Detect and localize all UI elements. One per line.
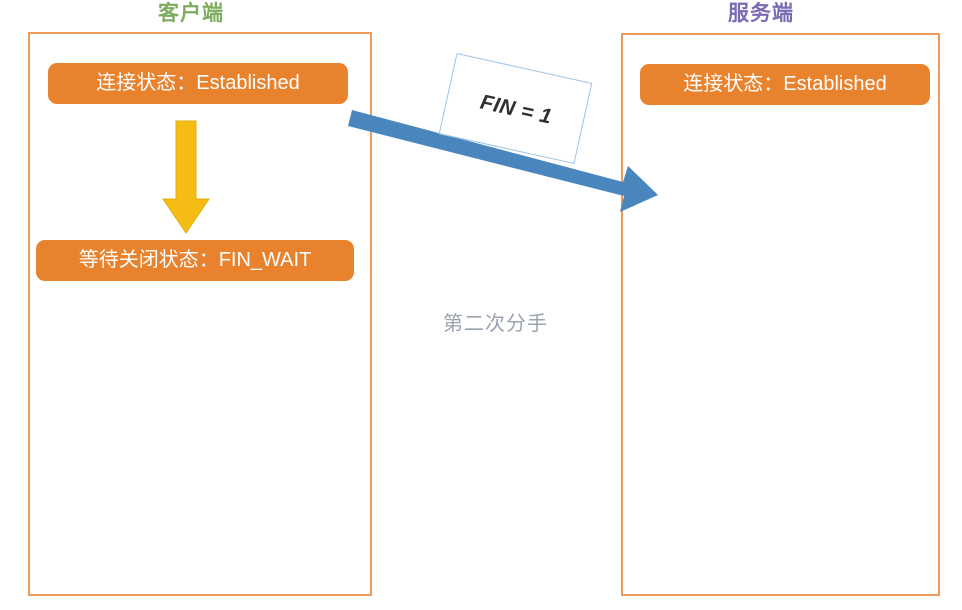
client-state-established-pill: 连接状态：Established	[48, 63, 348, 104]
client-column-title: 客户端	[158, 2, 224, 25]
server-state-established-pill: 连接状态：Established	[640, 64, 930, 105]
server-column-title: 服务端	[728, 2, 794, 25]
fin-message-arrow	[344, 104, 666, 222]
step-caption: 第二次分手	[443, 313, 548, 335]
client-lifeline-box	[28, 32, 372, 596]
state-transition-down-arrow	[162, 120, 210, 234]
client-state-fin-wait-pill: 等待关闭状态：FIN_WAIT	[36, 240, 354, 281]
server-lifeline-box	[621, 33, 940, 596]
